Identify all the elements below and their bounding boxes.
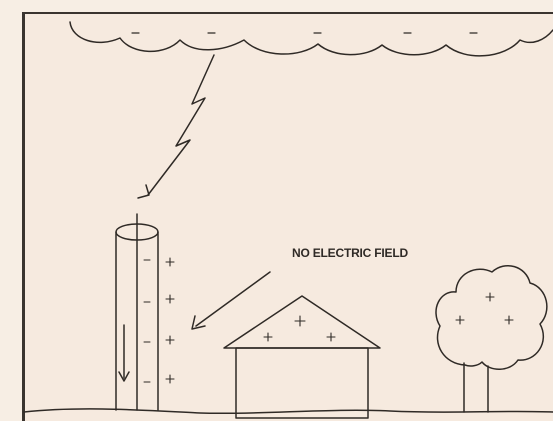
tree-positive-charges [456, 293, 513, 324]
tower-positive-charges [166, 258, 174, 383]
storm-cloud [70, 22, 553, 56]
house-body [236, 348, 368, 418]
house-positive-charges [264, 316, 335, 341]
ground-line [24, 409, 553, 413]
label-pointer-arrowhead [192, 316, 205, 329]
house-roof [224, 296, 380, 348]
tower-side-ticks [144, 260, 150, 382]
no-electric-field-label: NO ELECTRIC FIELD [292, 246, 408, 260]
tree-crown [436, 266, 547, 370]
lightning-arrowhead [138, 185, 149, 198]
lightning-bolt [148, 55, 214, 195]
label-pointer [196, 272, 270, 326]
